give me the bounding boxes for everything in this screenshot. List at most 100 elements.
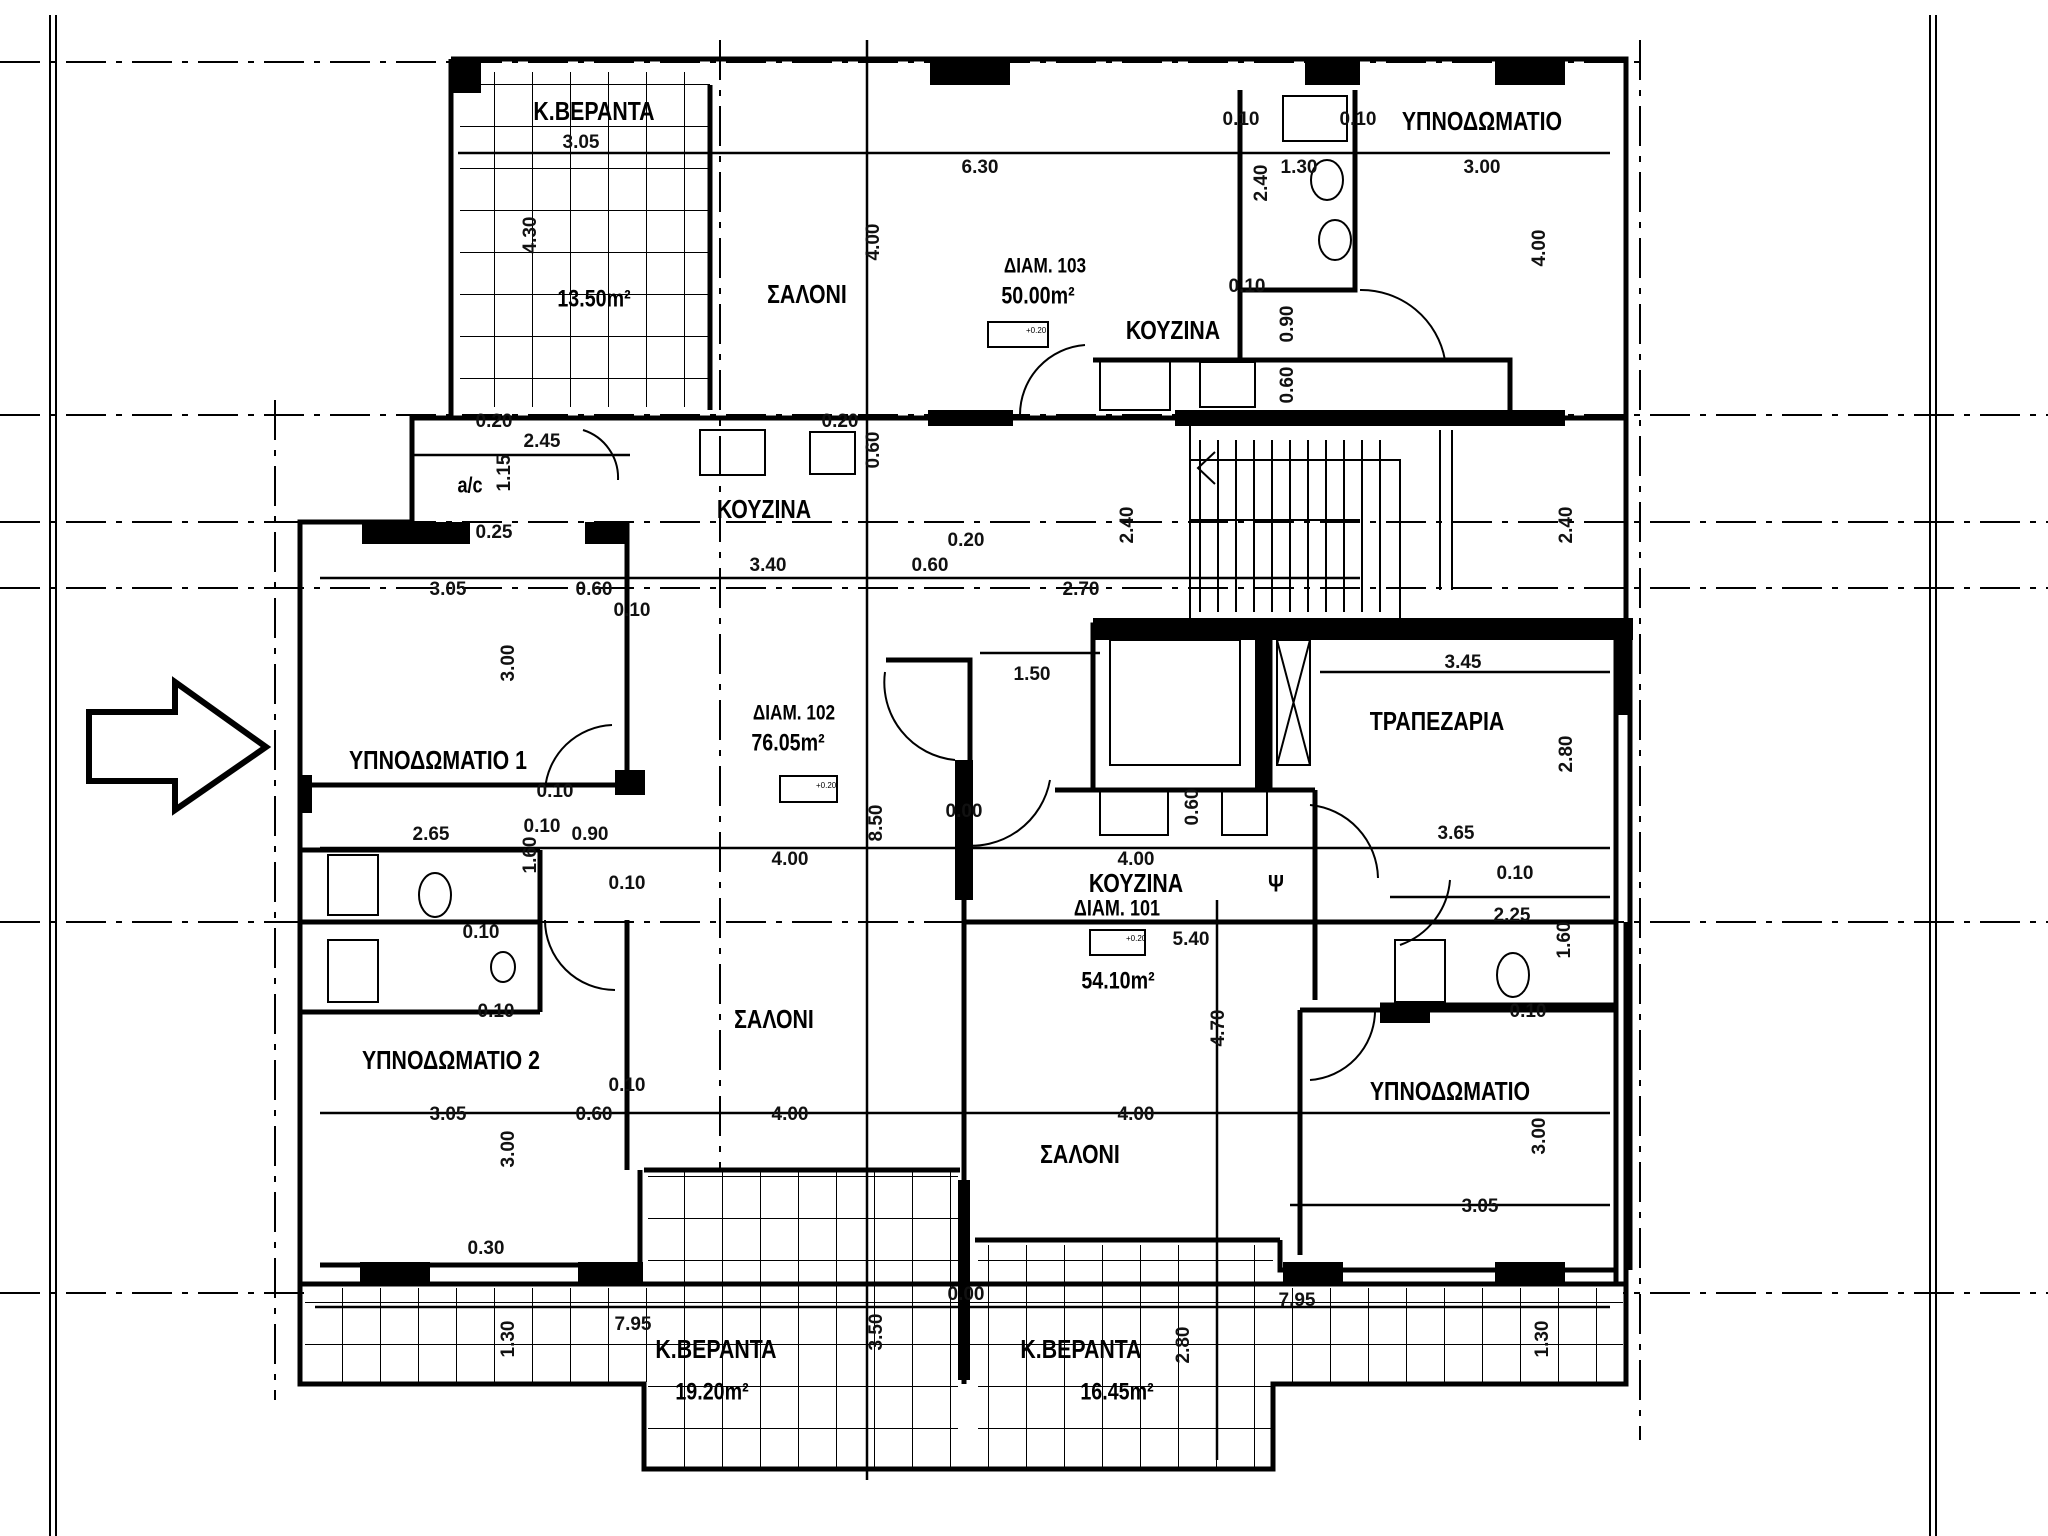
dimension-value: 2.70: [1063, 579, 1100, 600]
dimension-value: 3.00: [498, 645, 519, 682]
level-marker-text: +0.20: [1126, 934, 1147, 943]
dimension-value: 7.95: [1279, 1290, 1316, 1311]
dimension-value: 0.60: [576, 579, 613, 600]
room-label: ΚΟΥΖΙΝΑ: [1089, 869, 1183, 899]
dimension-values: 3.05 4.30 4.00 6.30 0.10 0.10 1.30 3.00 2.40 4.00…: [413, 109, 1577, 1363]
room-label: ΥΠΝΟΔΩΜΑΤΙΟ: [1402, 107, 1562, 137]
dimension-value: 0.10: [1340, 109, 1377, 130]
room-label: 76.05m²: [751, 729, 824, 756]
room-label: ΣΑΛΟΝΙ: [767, 280, 847, 310]
dimension-value: 0.20: [822, 411, 859, 432]
dimension-value: 4.00: [1529, 230, 1550, 267]
dimension-lines: [315, 40, 1610, 1480]
dimension-value: 3.05: [1462, 1196, 1499, 1217]
room-label: ΥΠΝΟΔΩΜΑΤΙΟ: [1370, 1077, 1530, 1107]
dimension-value: 0.10: [609, 873, 646, 894]
dimension-value: 3.40: [750, 555, 787, 576]
room-label: 50.00m²: [1001, 282, 1074, 309]
room-label: 13.50m²: [557, 285, 630, 312]
room-label: 16.45m²: [1080, 1378, 1153, 1405]
dimension-value: 6.30: [962, 157, 999, 178]
dimension-value: 2.45: [524, 431, 561, 452]
dimension-value: 0.20: [948, 530, 985, 551]
wall-blocks: [298, 59, 1633, 1380]
fixtures: [327, 95, 1530, 1003]
dimension-value: 1.60: [1554, 922, 1575, 959]
dimension-value: 2.40: [1117, 507, 1138, 544]
dimension-value: 3.05: [430, 1104, 467, 1125]
room-label: ΔΙΑΜ. 102: [753, 702, 835, 725]
dimension-value: 0.30: [468, 1238, 505, 1259]
dimension-value: 0.00: [946, 801, 983, 822]
dimension-value: 0.10: [524, 816, 561, 837]
dimension-value: 1.60: [520, 837, 541, 874]
dimension-value: 7.95: [615, 1314, 652, 1335]
dimension-value: 2.80: [1173, 1327, 1194, 1364]
dimension-value: 1.50: [1014, 664, 1051, 685]
dimension-value: 2.80: [1556, 736, 1577, 773]
sheet-border: [49, 15, 1937, 1536]
level-marker-text: +0.20: [1026, 326, 1047, 335]
room-label: ΥΠΝΟΔΩΜΑΤΙΟ 2: [362, 1046, 540, 1076]
room-label: Κ.ΒΕΡΑΝΤΑ: [655, 1335, 776, 1365]
dimension-value: 2.65: [413, 824, 450, 845]
dimension-value: 0.90: [572, 824, 609, 845]
dimension-value: 0.10: [609, 1075, 646, 1096]
dimension-value: 0.10: [1497, 863, 1534, 884]
dimension-value: 0.00: [948, 1284, 985, 1305]
dimension-value: 0.10: [1229, 276, 1266, 297]
dimension-value: 1.15: [494, 454, 515, 491]
dimension-value: 4.00: [772, 849, 809, 870]
dimension-value: 2.40: [1251, 165, 1272, 202]
room-label: ΚΟΥΖΙΝΑ: [1126, 316, 1220, 346]
dimension-value: 3.05: [430, 579, 467, 600]
dimension-value: 3.05: [563, 132, 600, 153]
dimension-value: 4.00: [1118, 1104, 1155, 1125]
dimension-value: 0.10: [614, 600, 651, 621]
room-label: ΚΟΥΖΙΝΑ: [717, 495, 811, 525]
room-label: Ψ: [1268, 870, 1284, 897]
dimension-value: 0.60: [912, 555, 949, 576]
dimension-value: 2.40: [1556, 507, 1577, 544]
dimension-value: 0.60: [863, 432, 884, 469]
dimension-value: 0.25: [476, 522, 513, 543]
dimension-value: 0.60: [1277, 367, 1298, 404]
room-label: 54.10m²: [1081, 967, 1154, 994]
dimension-value: 1.30: [498, 1321, 519, 1358]
axis-grid: [0, 40, 2048, 1440]
door-swings: [544, 288, 1451, 1081]
dimension-value: 8.50: [866, 805, 887, 842]
dimension-value: 0.10: [463, 922, 500, 943]
level-markers: [779, 321, 1146, 956]
dimension-value: 1.30: [1532, 1321, 1553, 1358]
room-label: a/c: [457, 474, 482, 498]
dimension-value: 0.10: [1510, 1001, 1547, 1022]
dimension-value: 4.00: [1118, 849, 1155, 870]
room-label: ΔΙΑΜ. 101: [1074, 897, 1160, 921]
dimension-value: 4.70: [1208, 1010, 1229, 1047]
room-label: ΥΠΝΟΔΩΜΑΤΙΟ 1: [349, 746, 527, 776]
room-label: ΤΡΑΠΕΖΑΡΙΑ: [1370, 707, 1505, 737]
dimension-value: 4.00: [772, 1104, 809, 1125]
room-label: 19.20m²: [675, 1378, 748, 1405]
dimension-value: 0.90: [1277, 306, 1298, 343]
dimension-value: 1.30: [1281, 157, 1318, 178]
dimension-value: 3.00: [498, 1131, 519, 1168]
dimension-value: 4.30: [520, 217, 541, 254]
walls: [297, 56, 1633, 1472]
dimension-value: 0.60: [1182, 789, 1203, 826]
dimension-value: 5.40: [1173, 929, 1210, 950]
dimension-value: 3.50: [866, 1314, 887, 1351]
dimension-value: 0.10: [537, 781, 574, 802]
dimension-value: 4.00: [863, 224, 884, 261]
dimension-value: 0.10: [478, 1001, 515, 1022]
room-label: ΣΑΛΟΝΙ: [734, 1005, 814, 1035]
dimension-value: 3.45: [1445, 652, 1482, 673]
dimension-value: 3.65: [1438, 823, 1475, 844]
room-label: ΔΙΑΜ. 103: [1004, 255, 1086, 278]
room-labels: Κ.ΒΕΡΑΝΤΑ 13.50m² ΣΑΛΟΝΙ ΔΙΑΜ. 103 50.00m² ΥΠ…: [349, 97, 1562, 1405]
dimension-value: 3.00: [1529, 1118, 1550, 1155]
staircase: [1189, 425, 1453, 618]
dimension-value: 0.60: [576, 1104, 613, 1125]
